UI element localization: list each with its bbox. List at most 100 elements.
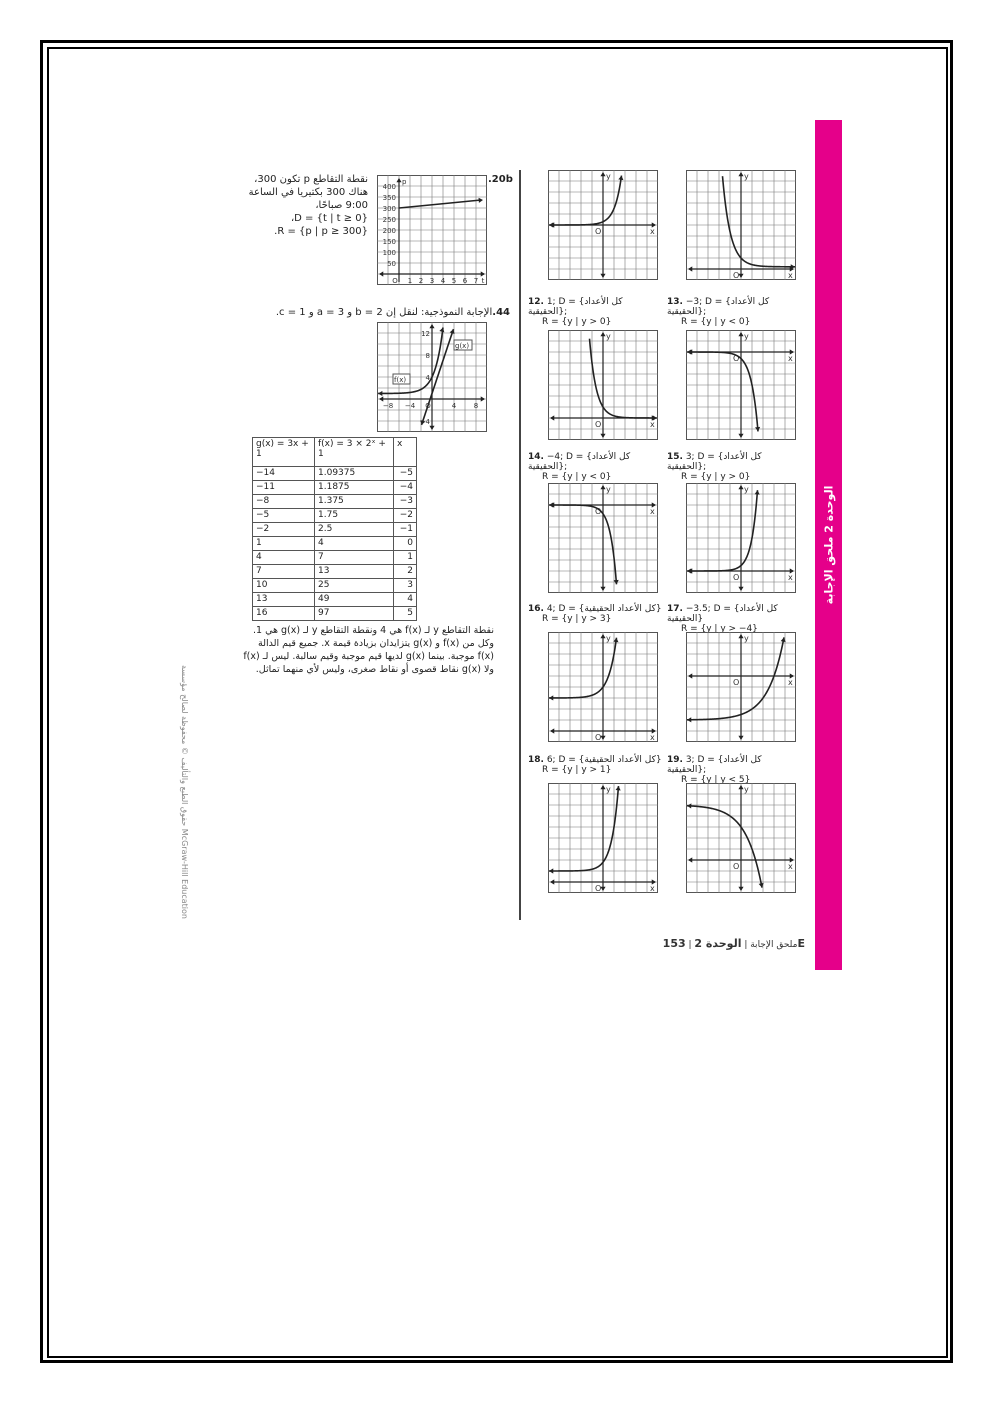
answer-range: R = {y | y < 5} — [681, 775, 751, 785]
origin-label: O — [733, 271, 739, 280]
arrow-head-icon — [755, 426, 761, 432]
answer-caption: 14. −4; D = {كل الأعداد الحقيقية};R = {y… — [528, 452, 662, 482]
origin-label: O — [595, 227, 601, 236]
table-cell: 25 — [314, 578, 394, 593]
table-cell: 1.09375 — [314, 466, 394, 481]
arrow-head-icon — [600, 586, 606, 591]
answer-domain: 3; D = {كل الأعداد الحقيقية}; — [667, 452, 762, 472]
f-label-box — [392, 373, 411, 385]
y-axis-label: y — [606, 634, 611, 643]
y-tick-label: 300 — [383, 205, 396, 213]
x-axis-label: x — [788, 354, 793, 363]
y-axis-label: y — [744, 634, 749, 643]
arrow-head-icon — [600, 634, 606, 639]
function-curve — [686, 804, 763, 888]
answer-range: R = {y | y > 0} — [542, 317, 612, 327]
arrow-head-icon — [651, 222, 656, 228]
table-cell: 7 — [314, 550, 394, 565]
answer-caption: 19. 3; D = {كل الأعداد الحقيقية};R = {y … — [667, 755, 801, 785]
table-cell: −11 — [252, 480, 315, 495]
arrow-head-icon — [378, 390, 383, 397]
footer-section: ملحق الإجابة — [750, 940, 798, 950]
arrow-head-icon — [688, 673, 693, 679]
arrow-head-icon — [651, 728, 656, 734]
arrow-head-icon — [449, 329, 455, 335]
answer-graph: yxO — [686, 632, 796, 742]
arrow-head-icon — [550, 728, 555, 734]
answer-range: R = {y | y > −4} — [681, 624, 758, 634]
x-tick-label: −4 — [405, 402, 416, 410]
function-curve — [588, 338, 658, 419]
origin-label: O — [733, 354, 739, 363]
arrow-head-icon — [439, 327, 445, 333]
answer-caption: 16. 4; D = {كل الأعداد الحقيقية}R = {y |… — [528, 604, 662, 624]
arrow-head-icon — [738, 634, 744, 639]
f-curve — [378, 327, 444, 395]
function-curve — [548, 785, 620, 872]
arrow-head-icon — [758, 882, 764, 888]
arrow-head-icon — [379, 396, 384, 402]
table-cell: 13 — [314, 564, 394, 579]
x-tick-label: 1 — [408, 277, 412, 285]
x-tick-label: 4 — [441, 277, 446, 285]
y-tick-label: 150 — [383, 238, 396, 246]
q20b-line: R = {p | p ≥ 300}. — [274, 226, 368, 237]
arrow-head-icon — [600, 273, 606, 278]
answer-number: 13. — [667, 297, 683, 307]
f-label: f(x) — [394, 376, 406, 384]
answer-domain: 6; D = {كل الأعداد الحقيقية} — [546, 755, 662, 765]
x-tick-label: 2 — [419, 277, 423, 285]
y-tick-label: 50 — [387, 260, 396, 268]
arrow-head-icon — [618, 175, 624, 181]
arrow-head-icon — [688, 857, 693, 863]
y-tick-label: 250 — [383, 216, 396, 224]
table-cell: −4 — [393, 480, 417, 495]
q44-answer: الإجابة النموذجية: لنقل إن b = 2 و a = 3… — [275, 307, 493, 318]
arrow-head-icon — [652, 415, 657, 421]
arrow-head-icon — [754, 490, 760, 495]
y-tick-label: 100 — [383, 249, 396, 257]
table-cell: 1 — [393, 550, 417, 565]
y-tick-label: −4 — [420, 418, 431, 426]
y-tick-label: 8 — [426, 352, 430, 360]
arrow-head-icon — [738, 433, 744, 438]
x-tick-label: 4 — [452, 402, 457, 410]
x-tick-label: 8 — [474, 402, 478, 410]
answer-caption: 13. −3; D = {كل الأعداد الحقيقية};R = {y… — [667, 297, 801, 327]
sidebar-tab — [815, 120, 842, 970]
arrow-head-icon — [738, 273, 744, 278]
table-cell: 1 — [252, 536, 315, 551]
table-cell: −5 — [252, 508, 315, 523]
arrow-head-icon — [738, 172, 744, 177]
q44-text: 44.الإجابة النموذجية: لنقل إن b = 2 و a … — [260, 306, 510, 319]
function-curve — [548, 175, 623, 226]
q20b-line: 9:00 صباحًا، — [315, 200, 368, 211]
arrow-head-icon — [549, 695, 554, 701]
answer-caption: 18. 6; D = {كل الأعداد الحقيقية}R = {y |… — [528, 755, 662, 775]
answer-graph: yxO — [686, 330, 796, 440]
footer-unit: الوحدة 2 — [694, 937, 742, 950]
y-tick-label: 4 — [426, 374, 431, 382]
x-axis-label: x — [650, 507, 655, 516]
origin-label: O — [595, 420, 601, 429]
arrow-head-icon — [738, 785, 744, 790]
answer-graph: yxO — [548, 632, 658, 742]
answer-number: 19. — [667, 755, 683, 765]
y-axis-label: y — [744, 172, 749, 181]
table-cell: 49 — [314, 592, 394, 607]
table-cell: 4 — [252, 550, 315, 565]
answer-number: 15. — [667, 452, 683, 462]
q44-conclusion: نقطة التقاطع y لـ f(x) هي 4 ونقطة التقاط… — [243, 625, 494, 675]
arrow-head-icon — [379, 271, 384, 277]
arrow-head-icon — [613, 579, 619, 585]
y-axis-label: y — [744, 785, 749, 794]
arrow-head-icon — [651, 502, 656, 508]
arrow-head-icon — [789, 349, 794, 355]
answer-domain: 4; D = {كل الأعداد الحقيقية} — [546, 604, 662, 614]
arrow-head-icon — [789, 857, 794, 863]
